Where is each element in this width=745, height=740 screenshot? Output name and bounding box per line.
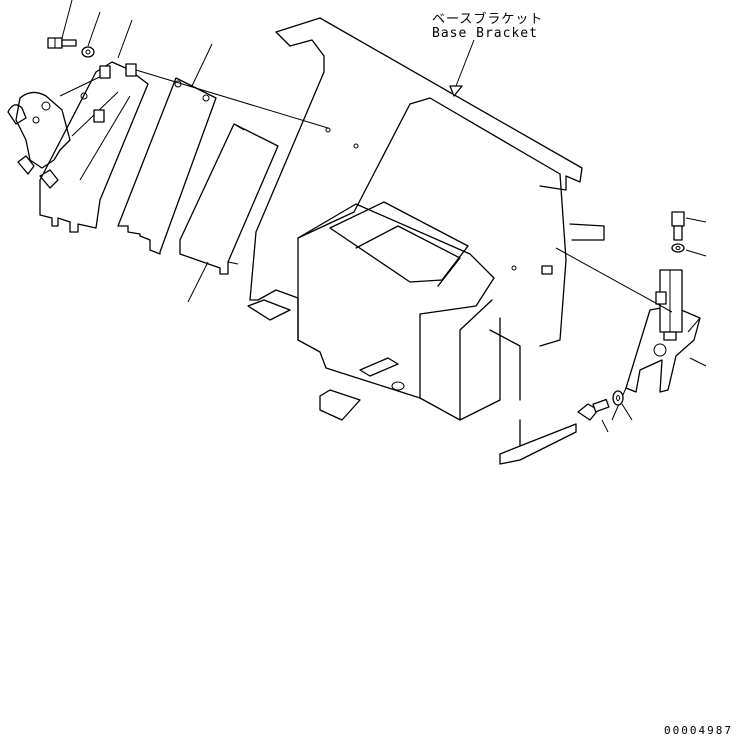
- foam-block: [179, 123, 279, 275]
- left-mechanism-panel: [7, 61, 149, 233]
- lever-assembly: [611, 269, 701, 421]
- base-bracket-label-en: Base Bracket: [432, 26, 538, 41]
- bolt-top-right: [671, 211, 685, 241]
- drawing-code: 00004987: [664, 724, 733, 737]
- callout-leaders-right: [601, 217, 707, 433]
- washer-bottom: [612, 390, 624, 406]
- base-bracket-body: [247, 17, 605, 465]
- washer-top-left: [81, 46, 95, 58]
- lever-leader: [555, 247, 673, 313]
- washer-top-right: [671, 243, 685, 253]
- bolt-bottom: [577, 398, 610, 421]
- base-bracket-label-jp: ベースブラケット: [432, 12, 544, 27]
- callout-leaders-left: [61, 0, 329, 303]
- base-bracket-leader: [449, 39, 475, 97]
- bolt-top-left: [47, 37, 77, 49]
- gasket-plate: [117, 77, 217, 255]
